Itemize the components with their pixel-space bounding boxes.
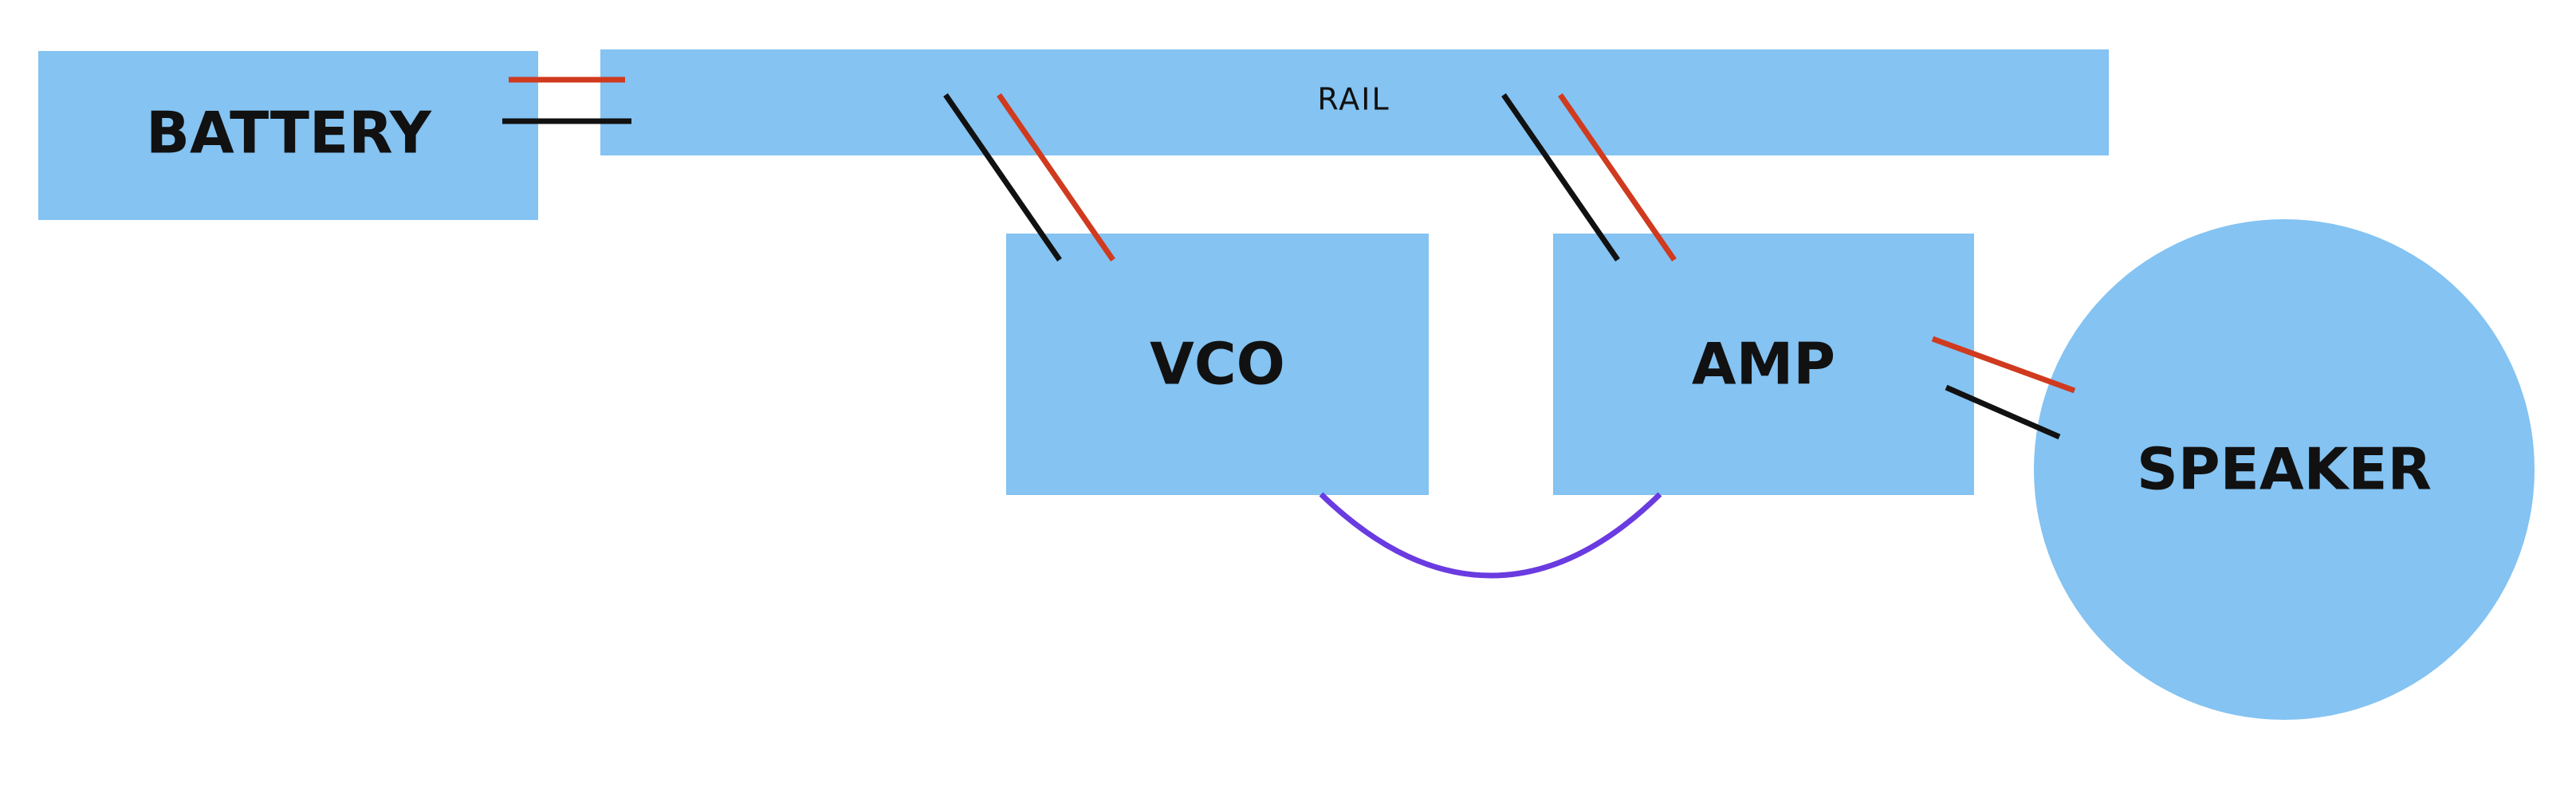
amp-speaker-ground-wire [1945,384,2061,440]
rail-node[interactable]: RAIL [600,49,2109,155]
amp-node[interactable]: AMP [1553,234,1974,495]
amp-box [1553,234,1974,495]
speaker-node[interactable]: SPEAKER [2034,219,2535,720]
rail-vco-positive-wire [997,93,1115,261]
rail-vco-connection [943,93,1115,261]
amp-speaker-positive-wire [1931,336,2076,394]
battery-box [38,51,538,220]
rail-label: RAIL [1317,82,1390,117]
vco-amp-signal-wire [1319,492,1662,579]
rail-vco-ground-wire [943,93,1062,261]
battery-label: BATTERY [146,100,432,167]
speaker-circle [2034,219,2535,720]
rail-amp-connection [1501,93,1677,261]
amp-speaker-connection [1931,336,2076,440]
amp-label: AMP [1692,331,1835,398]
battery-node[interactable]: BATTERY [38,51,538,220]
rail-amp-ground-wire [1501,93,1620,261]
battery-rail-connection [502,77,631,124]
vco-label: VCO [1150,331,1285,398]
rail-bar [600,49,2109,155]
speaker-label: SPEAKER [2137,436,2432,503]
vco-node[interactable]: VCO [1006,234,1429,495]
vco-box [1006,234,1429,495]
rail-amp-positive-wire [1558,93,1677,261]
